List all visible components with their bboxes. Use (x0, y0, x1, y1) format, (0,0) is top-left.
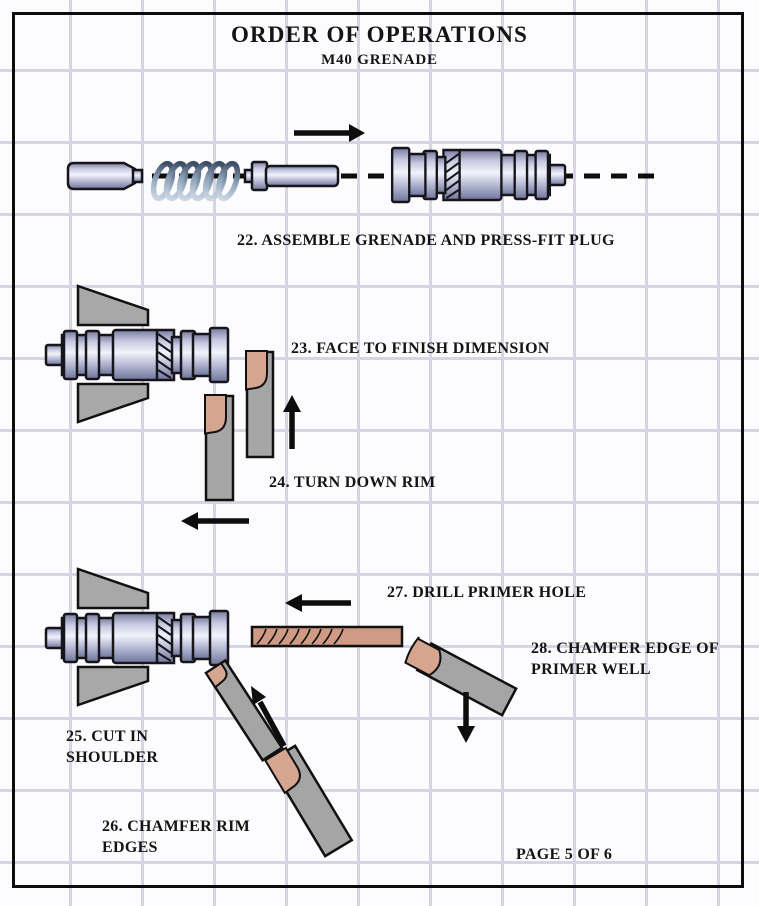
chuck-jaw-upper-icon (76, 567, 150, 610)
plug-icon (66, 161, 144, 191)
arrow-up-icon (283, 395, 301, 449)
step-label-25: 25. CUT IN SHOULDER (66, 728, 159, 766)
page-title: ORDER OF OPERATIONS (231, 22, 528, 47)
step-label-24: 24. TURN DOWN RIM (269, 474, 436, 491)
arrow-down-icon (457, 692, 475, 743)
step-label-22: 22. ASSEMBLE GRENADE AND PRESS-FIT PLUG (237, 232, 615, 249)
arrow-up-left-icon (251, 686, 287, 748)
step-label-23: 23. FACE TO FINISH DIMENSION (291, 340, 550, 357)
chuck-jaw-upper-icon (76, 284, 150, 327)
page-number: PAGE 5 OF 6 (516, 846, 613, 863)
cutting-tool-icon (263, 744, 354, 858)
chamfer-tool-icon (404, 636, 518, 717)
arrow-left-icon (181, 512, 249, 530)
drill-bit-icon (250, 625, 404, 648)
cutting-tool-icon (204, 658, 284, 762)
arrow-right-icon (294, 124, 365, 142)
firing-pin-icon (243, 160, 340, 192)
chuck-jaw-lower-icon (76, 665, 150, 707)
cutting-tool-icon (245, 350, 275, 459)
cutting-tool-icon (204, 394, 235, 502)
step-label-27: 27. DRILL PRIMER HOLE (387, 584, 587, 601)
chuck-jaw-lower-icon (76, 382, 150, 424)
grenade-body-icon (44, 609, 230, 667)
arrow-left-icon (285, 594, 351, 612)
step-label-28: 28. CHAMFER EDGE OF PRIMER WELL (531, 640, 719, 678)
grenade-body-icon (44, 326, 230, 384)
page-subtitle: M40 GRENADE (321, 52, 438, 68)
step-label-26: 26. CHAMFER RIM EDGES (102, 818, 251, 856)
grenade-body-icon (390, 146, 567, 204)
spring-icon (150, 160, 241, 202)
